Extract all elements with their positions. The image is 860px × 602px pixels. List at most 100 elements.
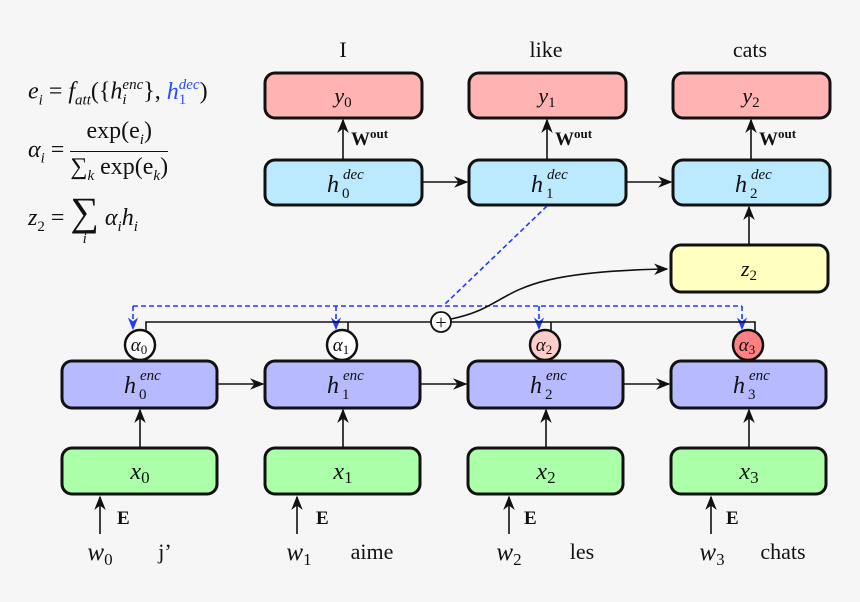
output-projections: Wout Wout Wout bbox=[337, 118, 797, 159]
svg-text:h: h bbox=[327, 172, 339, 198]
encoder-layer: h enc 0 h enc 1 h enc 2 h enc 3 bbox=[60, 359, 828, 410]
svg-text:y2: y2 bbox=[740, 83, 759, 111]
input-token: w0 j’ bbox=[87, 539, 171, 569]
svg-text:y1: y1 bbox=[536, 83, 555, 111]
equation-alpha: αi = exp(ei)∑k exp(ek) bbox=[28, 118, 169, 184]
input-box bbox=[466, 446, 625, 496]
svg-text:x0: x0 bbox=[129, 459, 149, 487]
encoder-box bbox=[466, 359, 625, 410]
query-diagonal-link bbox=[442, 205, 548, 307]
encoder-box bbox=[60, 359, 219, 410]
input-box bbox=[669, 446, 828, 496]
alpha-node: α3 bbox=[731, 328, 765, 362]
svg-text:les: les bbox=[570, 539, 594, 564]
output-node: y1 bbox=[467, 71, 628, 120]
context-box bbox=[669, 243, 830, 294]
encoder-node: h enc 1 bbox=[263, 359, 422, 410]
svg-text:h: h bbox=[327, 373, 339, 399]
decoder-node: h dec 2 bbox=[671, 158, 832, 207]
output-word: like bbox=[530, 37, 563, 62]
svg-text:enc: enc bbox=[343, 368, 364, 384]
embedding-arrows: E E E E bbox=[94, 495, 739, 534]
decoder-layer: h dec 0 h dec 1 h dec 2 bbox=[263, 158, 832, 207]
embedding-label: E bbox=[524, 508, 537, 529]
input-node: x1 bbox=[263, 446, 422, 496]
svg-text:w0: w0 bbox=[87, 539, 112, 569]
sum-symbol: + bbox=[435, 312, 446, 334]
svg-text:1: 1 bbox=[546, 186, 554, 202]
decoder-node: h dec 0 bbox=[263, 158, 424, 207]
svg-text:enc: enc bbox=[546, 368, 567, 384]
svg-text:y0: y0 bbox=[332, 83, 351, 111]
svg-text:h: h bbox=[124, 373, 136, 399]
wout-label: Wout bbox=[555, 126, 593, 150]
svg-text:α3: α3 bbox=[739, 335, 755, 357]
embedding-label: E bbox=[726, 508, 739, 529]
svg-text:x1: x1 bbox=[332, 459, 352, 487]
decoder-box bbox=[263, 158, 424, 207]
decoder-box bbox=[671, 158, 832, 207]
softmax-fraction: exp(ei)∑k exp(ek) bbox=[70, 118, 169, 184]
equation-context: z2 = ∑i αihi bbox=[28, 189, 138, 247]
svg-text:x2: x2 bbox=[535, 459, 555, 487]
svg-text:w2: w2 bbox=[496, 539, 521, 569]
weighted-sum-bus: + bbox=[145, 263, 756, 334]
encoder-node: h enc 2 bbox=[466, 359, 625, 410]
svg-text:1: 1 bbox=[342, 387, 350, 403]
decoder-box bbox=[467, 158, 628, 207]
output-words: I like cats bbox=[339, 37, 767, 62]
svg-text:α0: α0 bbox=[131, 335, 147, 357]
sum-node bbox=[430, 311, 452, 333]
embedding-label: E bbox=[117, 508, 130, 529]
svg-text:dec: dec bbox=[547, 167, 568, 183]
alpha-node: α0 bbox=[123, 328, 157, 362]
svg-text:0: 0 bbox=[342, 186, 350, 202]
attention-query-links bbox=[127, 205, 748, 331]
input-box bbox=[60, 446, 219, 496]
attention-weights: α0 α1 α2 α3 bbox=[123, 328, 765, 362]
svg-text:j’: j’ bbox=[157, 539, 171, 564]
output-node: y0 bbox=[263, 71, 424, 120]
svg-text:h: h bbox=[531, 172, 543, 198]
sum-to-context-curve bbox=[450, 263, 669, 320]
svg-text:dec: dec bbox=[343, 167, 364, 183]
output-layer: y0 y1 y2 bbox=[263, 71, 832, 120]
svg-text:enc: enc bbox=[140, 368, 161, 384]
input-layer: x0 x1 x2 x3 bbox=[60, 446, 828, 496]
svg-text:α2: α2 bbox=[536, 335, 552, 357]
input-box bbox=[263, 446, 422, 496]
svg-text:2: 2 bbox=[750, 186, 758, 202]
encoder-box bbox=[669, 359, 828, 410]
svg-text:x3: x3 bbox=[738, 459, 758, 487]
output-box bbox=[263, 71, 424, 120]
output-word: I bbox=[339, 37, 346, 62]
encoder-box bbox=[263, 359, 422, 410]
output-box bbox=[467, 71, 628, 120]
wout-label: Wout bbox=[759, 126, 797, 150]
wout-label: Wout bbox=[351, 126, 389, 150]
alpha-node: α2 bbox=[528, 328, 562, 362]
svg-text:chats: chats bbox=[760, 539, 805, 564]
input-node: x2 bbox=[466, 446, 625, 496]
svg-text:w3: w3 bbox=[699, 539, 724, 569]
output-word: cats bbox=[733, 37, 767, 62]
input-tokens: w0 j’ w1 aime w2 les w3 chats bbox=[87, 539, 805, 569]
input-node: x0 bbox=[60, 446, 219, 496]
svg-text:z2: z2 bbox=[740, 256, 757, 284]
svg-text:2: 2 bbox=[545, 387, 553, 403]
svg-text:enc: enc bbox=[749, 368, 770, 384]
encoder-node: h enc 0 bbox=[60, 359, 219, 410]
svg-text:3: 3 bbox=[748, 387, 756, 403]
alpha-node: α1 bbox=[325, 328, 359, 362]
svg-text:h: h bbox=[733, 373, 745, 399]
svg-text:0: 0 bbox=[139, 387, 147, 403]
input-token: w2 les bbox=[496, 539, 594, 569]
encoder-node: h enc 3 bbox=[669, 359, 828, 410]
context-node: z2 bbox=[669, 205, 830, 294]
embedding-label: E bbox=[316, 508, 329, 529]
input-node: x3 bbox=[669, 446, 828, 496]
svg-text:aime: aime bbox=[351, 539, 394, 564]
svg-text:h: h bbox=[530, 373, 542, 399]
